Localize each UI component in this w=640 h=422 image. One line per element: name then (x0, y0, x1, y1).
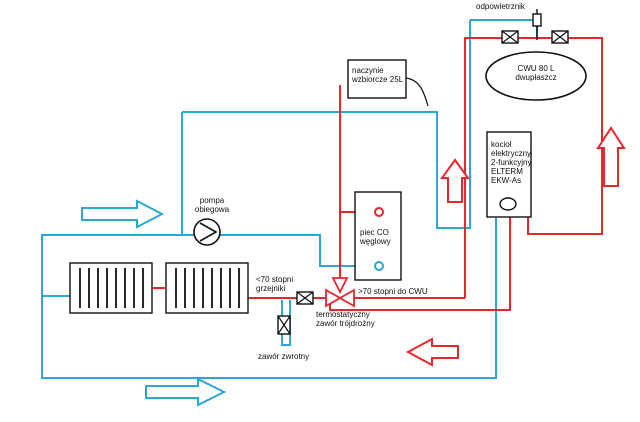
vent-label: odpowietrznik (476, 2, 525, 11)
cwu-label-line: CWU 80 L (517, 64, 555, 73)
expansion-vessel-label-line: naczynie (352, 66, 384, 75)
hot-pipes (248, 37, 603, 311)
expansion-vessel-label: naczynie wzbiorcze 25L (352, 66, 403, 84)
shutoff-valve-icon (551, 30, 569, 44)
boiler-label-line: elektryczny (491, 149, 532, 158)
three-way-valve-label: termostatyczny zawór trójdrożny (316, 310, 375, 328)
boiler-label-line: 2-funkcyjny (491, 158, 532, 167)
radiators-label-line: grzejniki (256, 284, 286, 293)
pump-label-line: obiegowa (194, 205, 230, 214)
boiler-label-line: ELTERM (491, 167, 523, 176)
expansion-vessel (347, 59, 429, 107)
flow-arrow-icon (440, 158, 470, 203)
flow-arrow-icon (405, 337, 459, 367)
boiler-unit (486, 131, 532, 218)
boiler-label-line: EKW-As (491, 176, 522, 185)
to-cwu-label: >70 stopni do CWU (358, 287, 428, 296)
radiator-icon (69, 262, 153, 314)
radiators-label-line: <70 stopni (256, 275, 294, 284)
stove-label-line: piec CO (360, 228, 389, 237)
pump-label: pompa obiegowa (190, 196, 234, 214)
shutoff-valve-icon (501, 30, 519, 44)
pump-label-line: pompa (199, 196, 225, 205)
boiler-label-line: kocioł (491, 140, 512, 149)
pump-icon (193, 218, 221, 246)
stove-unit (354, 191, 402, 281)
flow-arrow-icon (596, 126, 626, 187)
flow-arrow-icon (145, 377, 227, 407)
check-valve-icon (277, 315, 291, 335)
boiler-label: kocioł elektryczny 2-funkcyjny ELTERM EK… (491, 140, 531, 185)
three-way-valve-icon (325, 277, 355, 308)
cwu-label: CWU 80 L dwupłaszcz (496, 64, 576, 82)
three-way-valve-label-line: zawór trójdrożny (316, 319, 375, 328)
stove-label: piec CO węglowy (360, 228, 391, 246)
flow-arrow-icon (81, 199, 165, 229)
check-valve-label: zawór zwrotny (258, 352, 310, 361)
radiator-icon (165, 262, 249, 314)
three-way-valve-label-line: termostatyczny (316, 310, 370, 319)
expansion-vessel-label-line: wzbiorcze 25L (352, 75, 404, 84)
stove-label-line: węglowy (360, 237, 391, 246)
shutoff-valve-icon (296, 291, 314, 305)
radiators-label: <70 stopni grzejniki (256, 275, 293, 293)
cwu-label-line: dwupłaszcz (515, 73, 557, 82)
cwu-tank (485, 51, 587, 101)
vent-icon (532, 9, 542, 40)
